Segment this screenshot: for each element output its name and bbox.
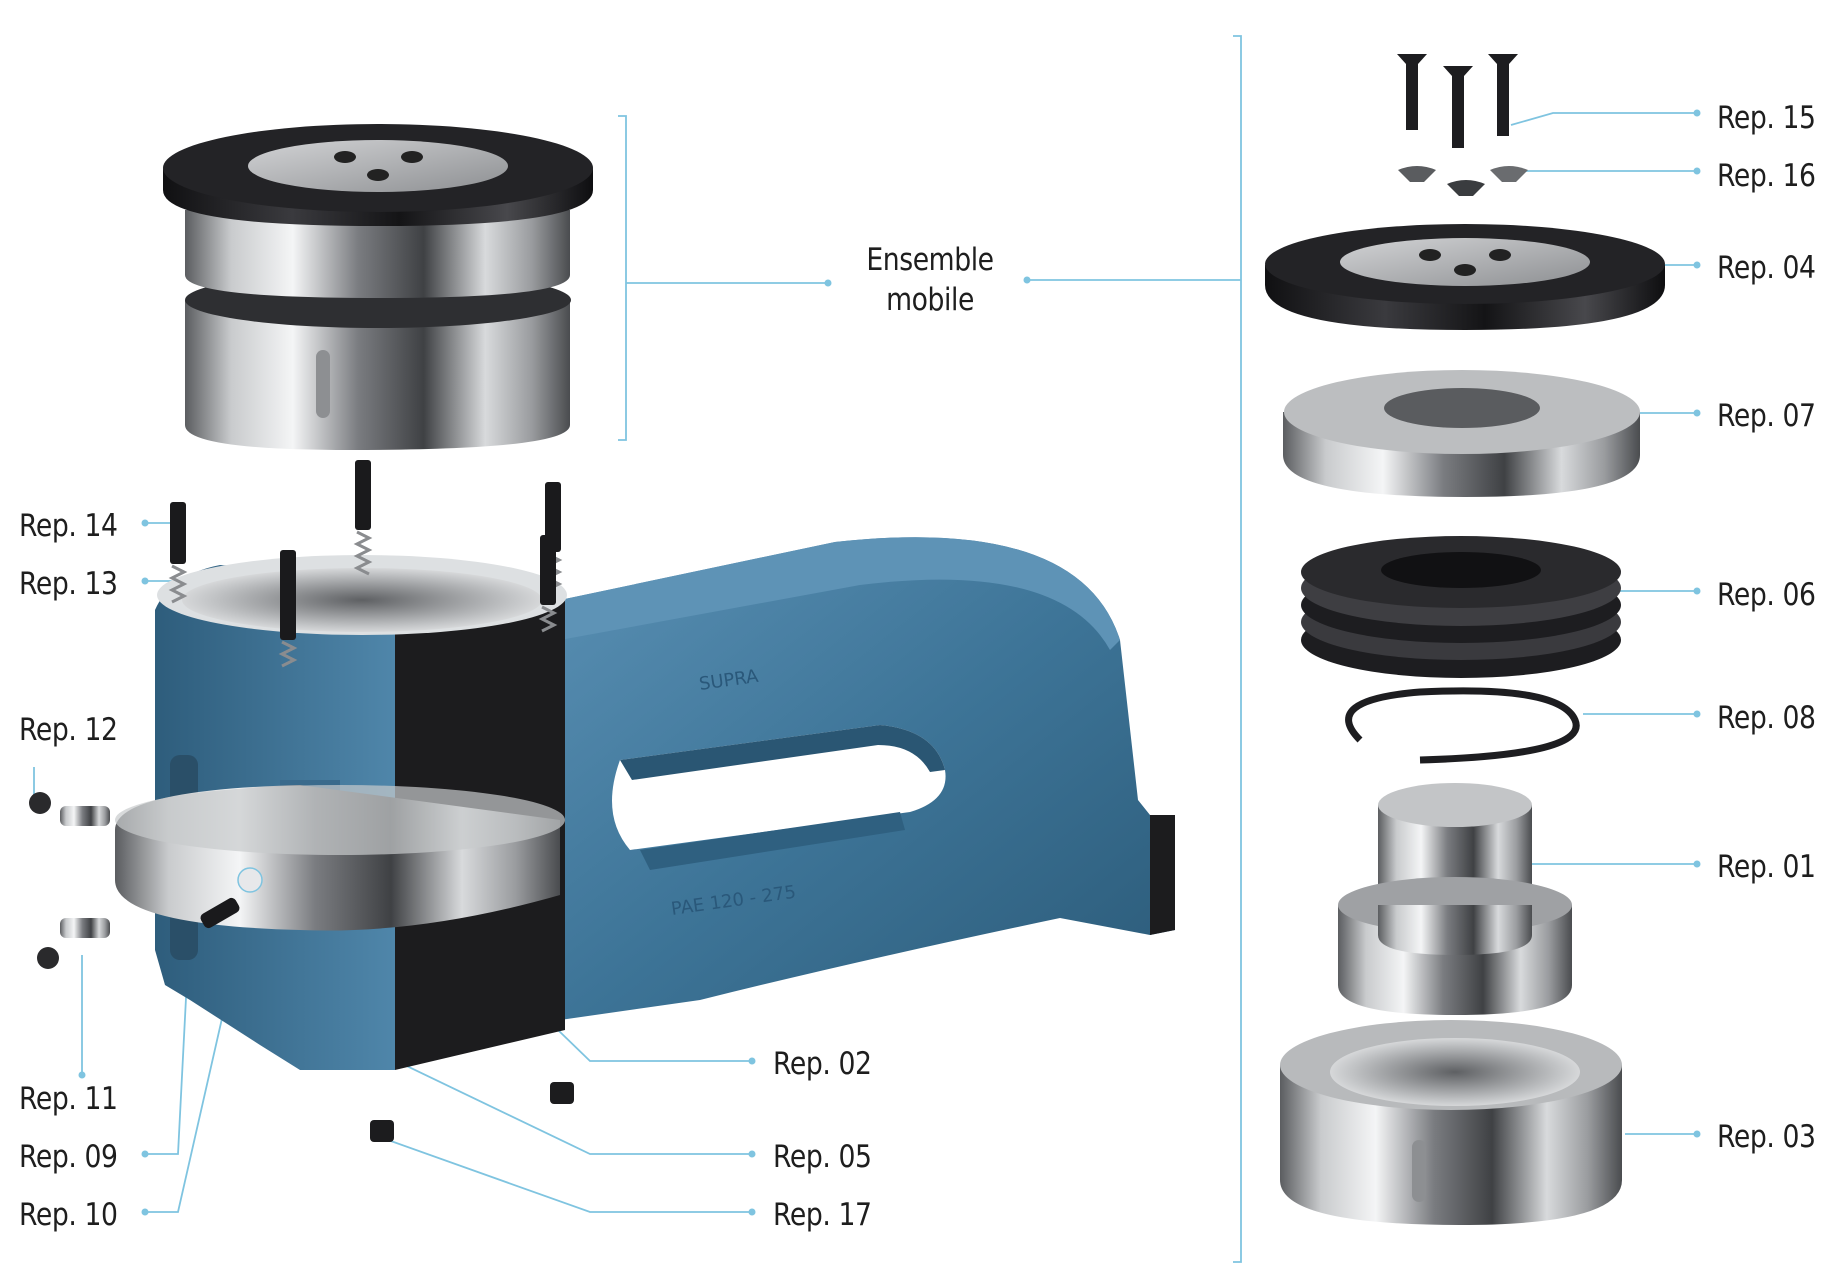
label-rep01: Rep. 01 (1717, 849, 1816, 885)
clamp-ring-part (115, 785, 565, 931)
washers (1398, 166, 1528, 196)
label-rep04: Rep. 04 (1717, 250, 1816, 286)
seal-stack-rep06 (1301, 536, 1621, 678)
label-rep15: Rep. 15 (1717, 100, 1816, 136)
label-ensemble-mobile: Ensemble mobile (861, 245, 999, 316)
label-rep14: Rep. 14 (19, 508, 118, 544)
countersunk-screws (1397, 54, 1518, 148)
leader-dots (78, 109, 1701, 1216)
ensemble-line-1: Ensemble (866, 242, 994, 278)
label-rep08: Rep. 08 (1717, 700, 1816, 736)
label-rep03: Rep. 03 (1717, 1119, 1816, 1155)
guide-pins (168, 460, 563, 668)
label-rep13: Rep. 13 (19, 566, 118, 602)
label-rep11: Rep. 11 (19, 1081, 118, 1117)
side-screws (29, 792, 240, 969)
label-rep09: Rep. 09 (19, 1139, 118, 1175)
label-rep10: Rep. 10 (19, 1197, 118, 1233)
sleeve-rep03 (1280, 1020, 1622, 1225)
ensemble-line-2: mobile (886, 282, 974, 318)
piston-rep01 (1338, 783, 1572, 1015)
ring-rep07 (1283, 370, 1640, 497)
label-rep06: Rep. 06 (1717, 577, 1816, 613)
label-rep12: Rep. 12 (19, 712, 118, 748)
press-frame: SUPRA PAE 120 - 275 (560, 537, 1175, 1020)
retaining-ring-rep08 (1345, 687, 1580, 764)
top-plate-rep04 (1265, 224, 1665, 330)
label-rep05: Rep. 05 (773, 1139, 872, 1175)
bottom-screws (370, 1082, 574, 1142)
label-rep07: Rep. 07 (1717, 398, 1816, 434)
label-rep17: Rep. 17 (773, 1197, 872, 1233)
label-rep02: Rep. 02 (773, 1046, 872, 1082)
label-rep16: Rep. 16 (1717, 158, 1816, 194)
mobile-assembly (163, 124, 593, 450)
